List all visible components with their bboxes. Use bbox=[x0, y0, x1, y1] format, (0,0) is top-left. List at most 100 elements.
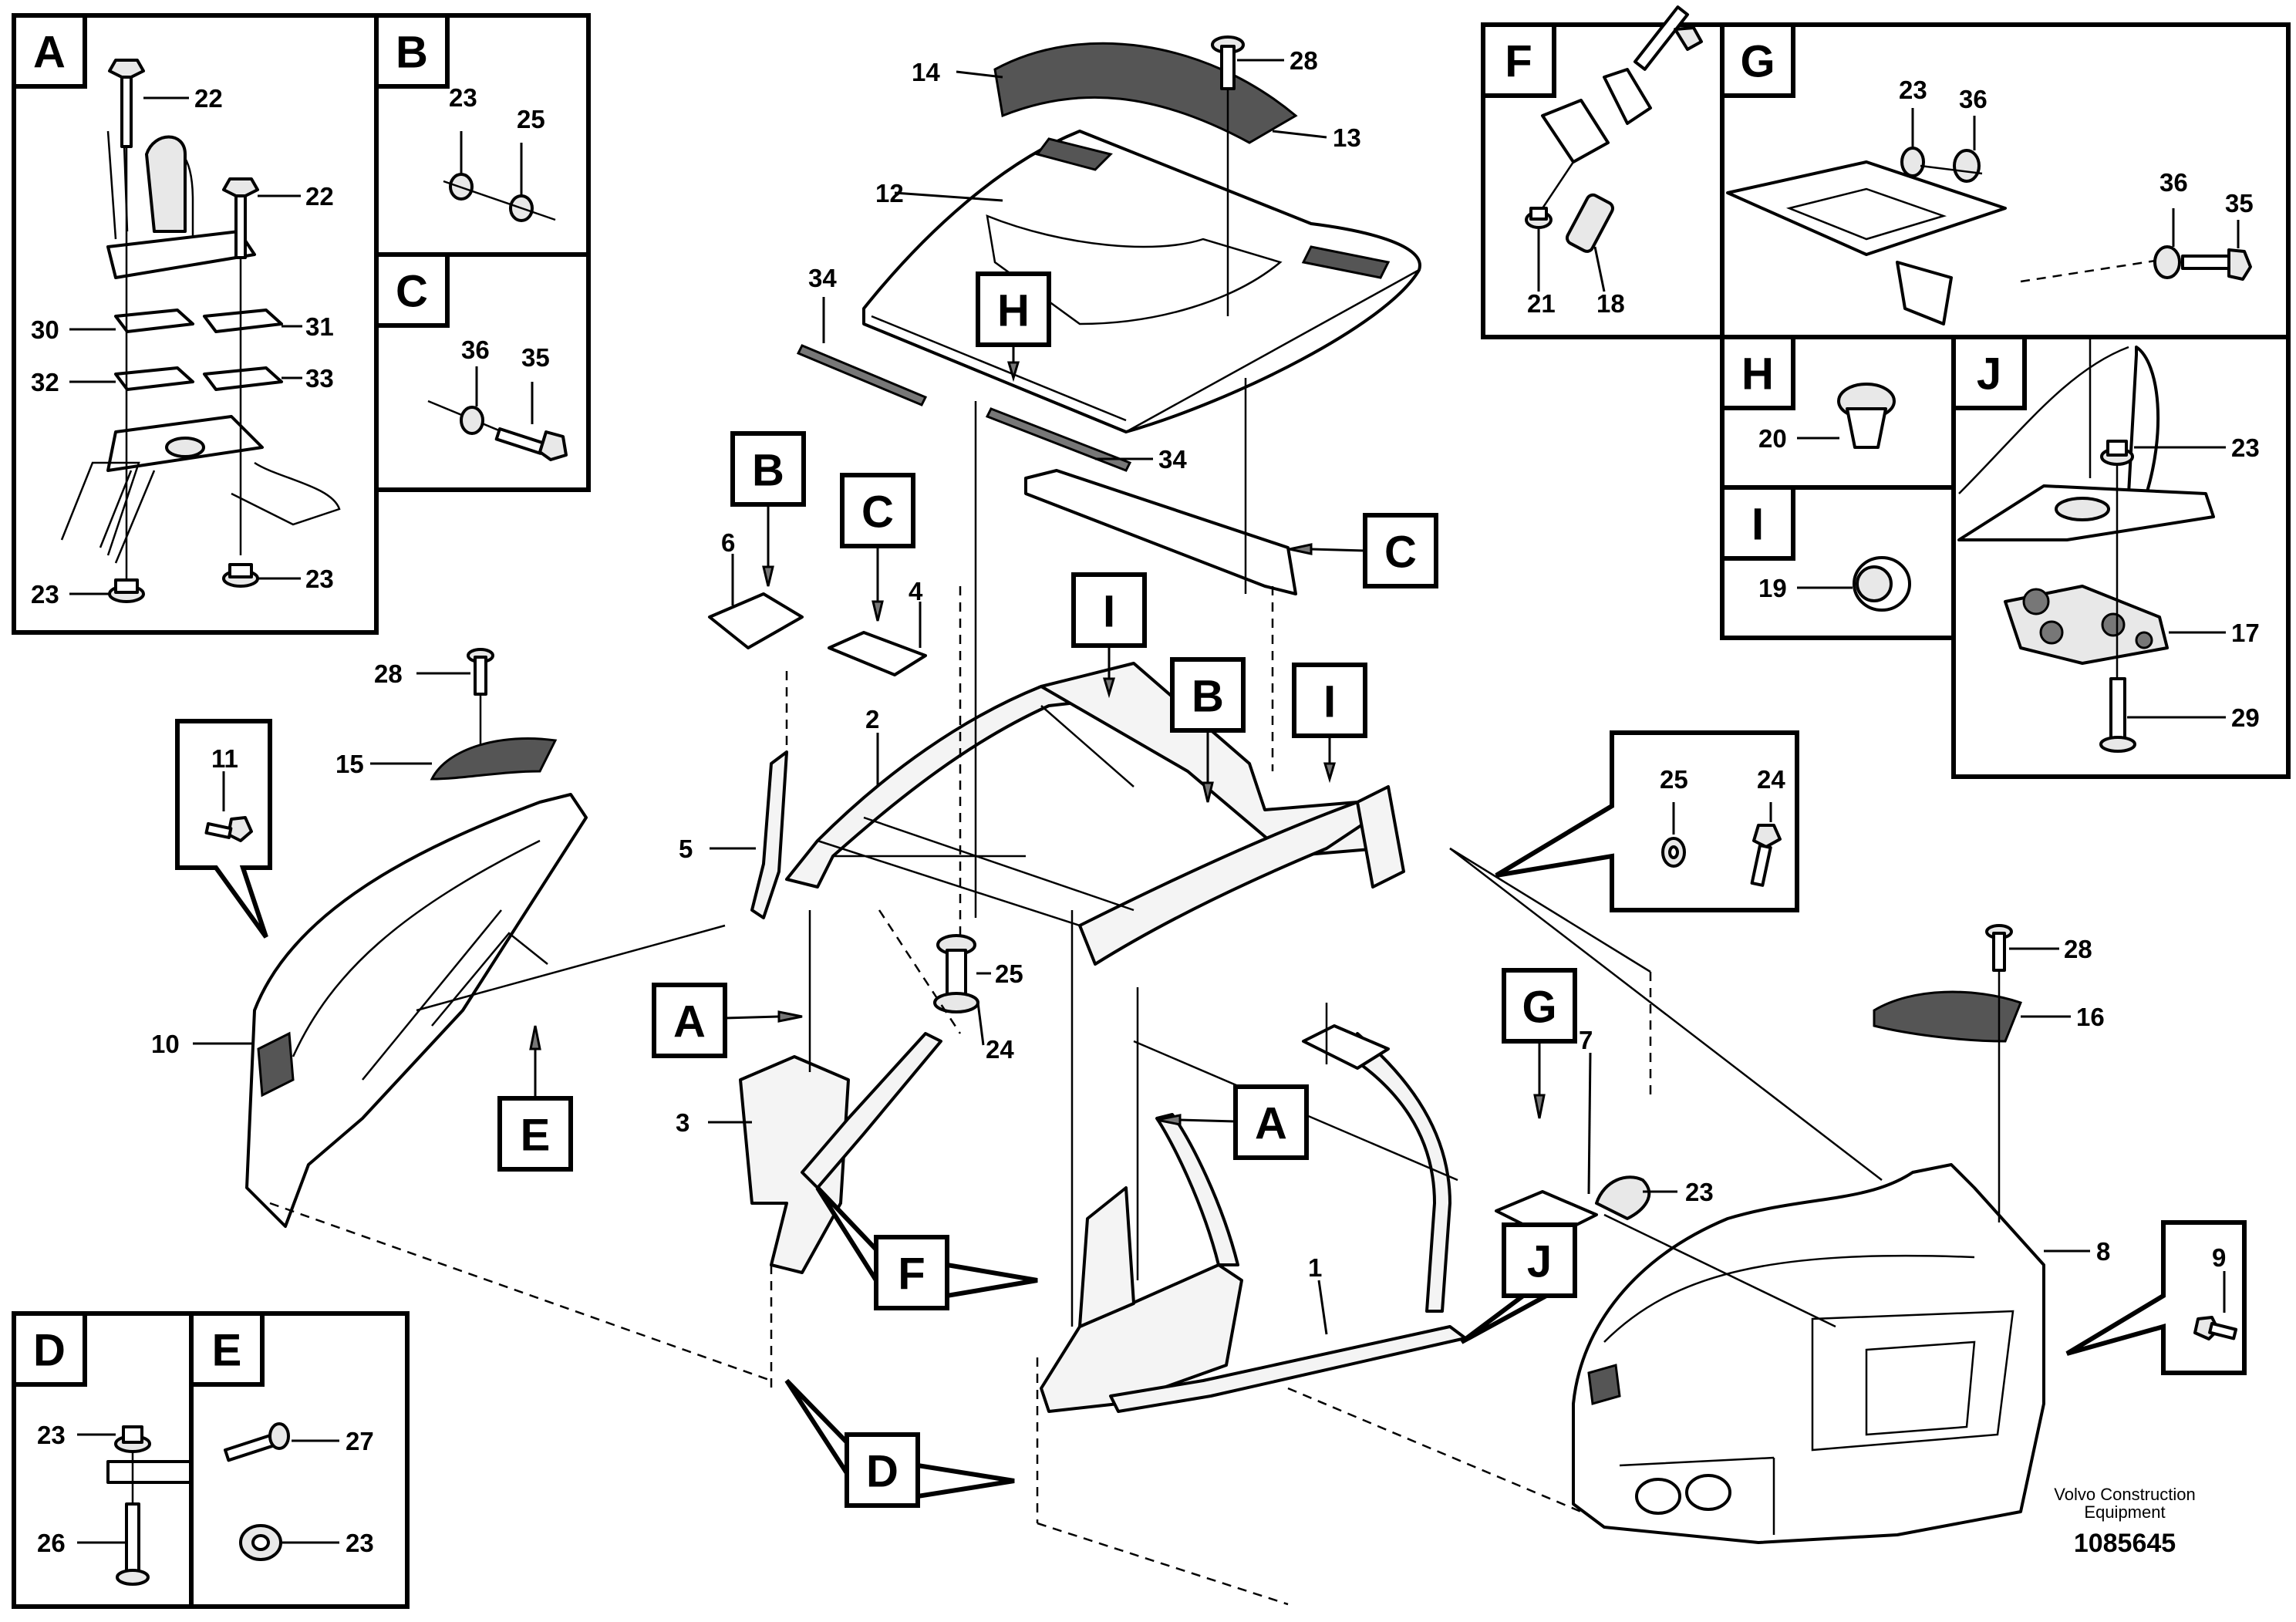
bracket-4 bbox=[828, 631, 927, 676]
detail-panel-c-tag-box bbox=[374, 252, 450, 328]
bolt-24-callout bbox=[1750, 824, 1782, 887]
main-tag-j: J bbox=[1460, 1222, 1577, 1344]
label-20: 20 bbox=[1758, 424, 1787, 453]
label-23-b: 23 bbox=[449, 83, 477, 112]
label-27: 27 bbox=[346, 1427, 374, 1455]
label-15: 15 bbox=[335, 750, 364, 778]
detail-panel-c-tag: C bbox=[396, 267, 428, 317]
detail-panel-a-tag: A bbox=[33, 28, 66, 78]
callout-panel-hardware: 25 24 bbox=[1495, 730, 1799, 912]
main-tag-g-text: G bbox=[1522, 983, 1556, 1033]
label-26: 26 bbox=[37, 1529, 66, 1557]
frame-slot bbox=[2055, 497, 2110, 521]
bolt-35-c bbox=[494, 427, 568, 461]
label-23-e: 23 bbox=[346, 1529, 374, 1557]
cab-post-outline bbox=[1958, 339, 2129, 494]
seal-strip-34-right bbox=[985, 407, 1132, 472]
bracket-recess bbox=[1785, 187, 1947, 241]
plug-23-main bbox=[1595, 1175, 1651, 1220]
right-fender-8 bbox=[1572, 1163, 2045, 1544]
hood-panel-12 bbox=[862, 130, 1421, 433]
rubber-mount-17 bbox=[2004, 585, 2169, 665]
label-2: 2 bbox=[865, 705, 879, 733]
detail-panel-e-frame bbox=[189, 1311, 410, 1609]
detail-panel-b: B 23 25 bbox=[374, 13, 591, 257]
label-28-left: 28 bbox=[374, 659, 403, 688]
label-36-g-a: 36 bbox=[1959, 85, 1988, 113]
washer-36-c bbox=[460, 406, 484, 435]
label-8: 8 bbox=[2096, 1237, 2110, 1266]
detail-panel-i-tag-box bbox=[1720, 485, 1795, 561]
detail-panel-d: D 23 26 bbox=[12, 1311, 194, 1609]
label-7: 7 bbox=[1579, 1026, 1593, 1054]
label-23-d: 23 bbox=[37, 1421, 66, 1449]
label-9: 9 bbox=[2212, 1243, 2226, 1272]
label-35-g: 35 bbox=[2225, 189, 2254, 218]
detail-panel-j: J 23 17 29 bbox=[1951, 335, 2291, 779]
main-tag-b-right: B bbox=[1170, 657, 1246, 803]
label-4: 4 bbox=[909, 577, 923, 605]
label-35-c: 35 bbox=[521, 343, 550, 372]
washer-25-callout bbox=[1661, 837, 1686, 868]
detail-panel-c: C 36 35 bbox=[374, 252, 591, 492]
shim-30 bbox=[114, 309, 194, 333]
callout-panel-right-bolt: 9 bbox=[2065, 1220, 2247, 1375]
label-23-g: 23 bbox=[1899, 76, 1927, 104]
hinge-plate bbox=[1541, 99, 1610, 164]
nut-23-right bbox=[222, 563, 259, 588]
main-tag-c-right-text: C bbox=[1384, 528, 1417, 578]
label-6: 6 bbox=[721, 528, 735, 557]
bolt-22-left bbox=[108, 59, 145, 148]
detail-panel-f-tag: F bbox=[1505, 37, 1532, 87]
bracket-plate bbox=[106, 230, 256, 279]
detail-panel-h-tag: H bbox=[1741, 349, 1774, 400]
main-tag-d: D bbox=[784, 1378, 1015, 1508]
label-28-top: 28 bbox=[1290, 46, 1318, 75]
plate-d bbox=[106, 1460, 193, 1484]
nut-21 bbox=[1525, 207, 1553, 229]
front-pillar-3 bbox=[739, 1055, 850, 1274]
label-18: 18 bbox=[1596, 289, 1625, 318]
footer-doc-number: 1085645 bbox=[2074, 1529, 2176, 1558]
shim-31 bbox=[203, 309, 283, 333]
label-10: 10 bbox=[151, 1030, 180, 1058]
detail-panel-i-tag: I bbox=[1752, 500, 1764, 550]
main-tag-f: F bbox=[815, 1185, 1038, 1310]
detail-panel-i: I 19 bbox=[1720, 485, 1956, 640]
label-30: 30 bbox=[31, 315, 59, 344]
main-tag-e-text: E bbox=[521, 1111, 551, 1161]
detail-panel-j-tag-box bbox=[1951, 335, 2027, 410]
washer-36-g-b bbox=[2153, 245, 2181, 279]
main-tag-b-left-text: B bbox=[752, 446, 784, 496]
detail-panel-a-tag-box bbox=[12, 13, 87, 89]
nut-23-left bbox=[108, 578, 145, 603]
label-25-b: 25 bbox=[517, 105, 545, 133]
nut-23-d bbox=[114, 1425, 151, 1453]
main-tag-b-left: B bbox=[730, 431, 806, 587]
main-tag-a-right-text: A bbox=[1255, 1099, 1287, 1149]
roof-support-5 bbox=[750, 750, 788, 919]
main-tag-a-right: A bbox=[1156, 1084, 1309, 1160]
detail-panel-h: H 20 bbox=[1720, 335, 1956, 490]
main-tag-c-left-text: C bbox=[861, 487, 894, 538]
shim-32 bbox=[114, 366, 194, 391]
label-13: 13 bbox=[1333, 123, 1361, 152]
detail-panel-f-tag-box bbox=[1481, 22, 1556, 98]
bolt-27 bbox=[224, 1422, 290, 1462]
seal-strip-34-left bbox=[796, 344, 928, 406]
detail-panel-g-tag-box bbox=[1720, 22, 1795, 98]
detail-panel-h-tag-box bbox=[1720, 335, 1795, 410]
label-32: 32 bbox=[31, 368, 59, 396]
main-tag-i-left: I bbox=[1071, 572, 1147, 699]
plug-20 bbox=[1837, 383, 1896, 449]
bolt-28-left bbox=[467, 648, 494, 696]
main-tag-a-left-text: A bbox=[673, 997, 706, 1047]
screw-9 bbox=[2193, 1316, 2238, 1340]
main-tag-d-text: D bbox=[866, 1447, 899, 1497]
hinge-arm bbox=[1603, 68, 1652, 125]
label-33: 33 bbox=[305, 364, 334, 393]
screw-11 bbox=[204, 816, 253, 842]
mount-hole bbox=[165, 437, 205, 458]
footer-company-line1: Volvo Construction bbox=[2054, 1485, 2195, 1504]
